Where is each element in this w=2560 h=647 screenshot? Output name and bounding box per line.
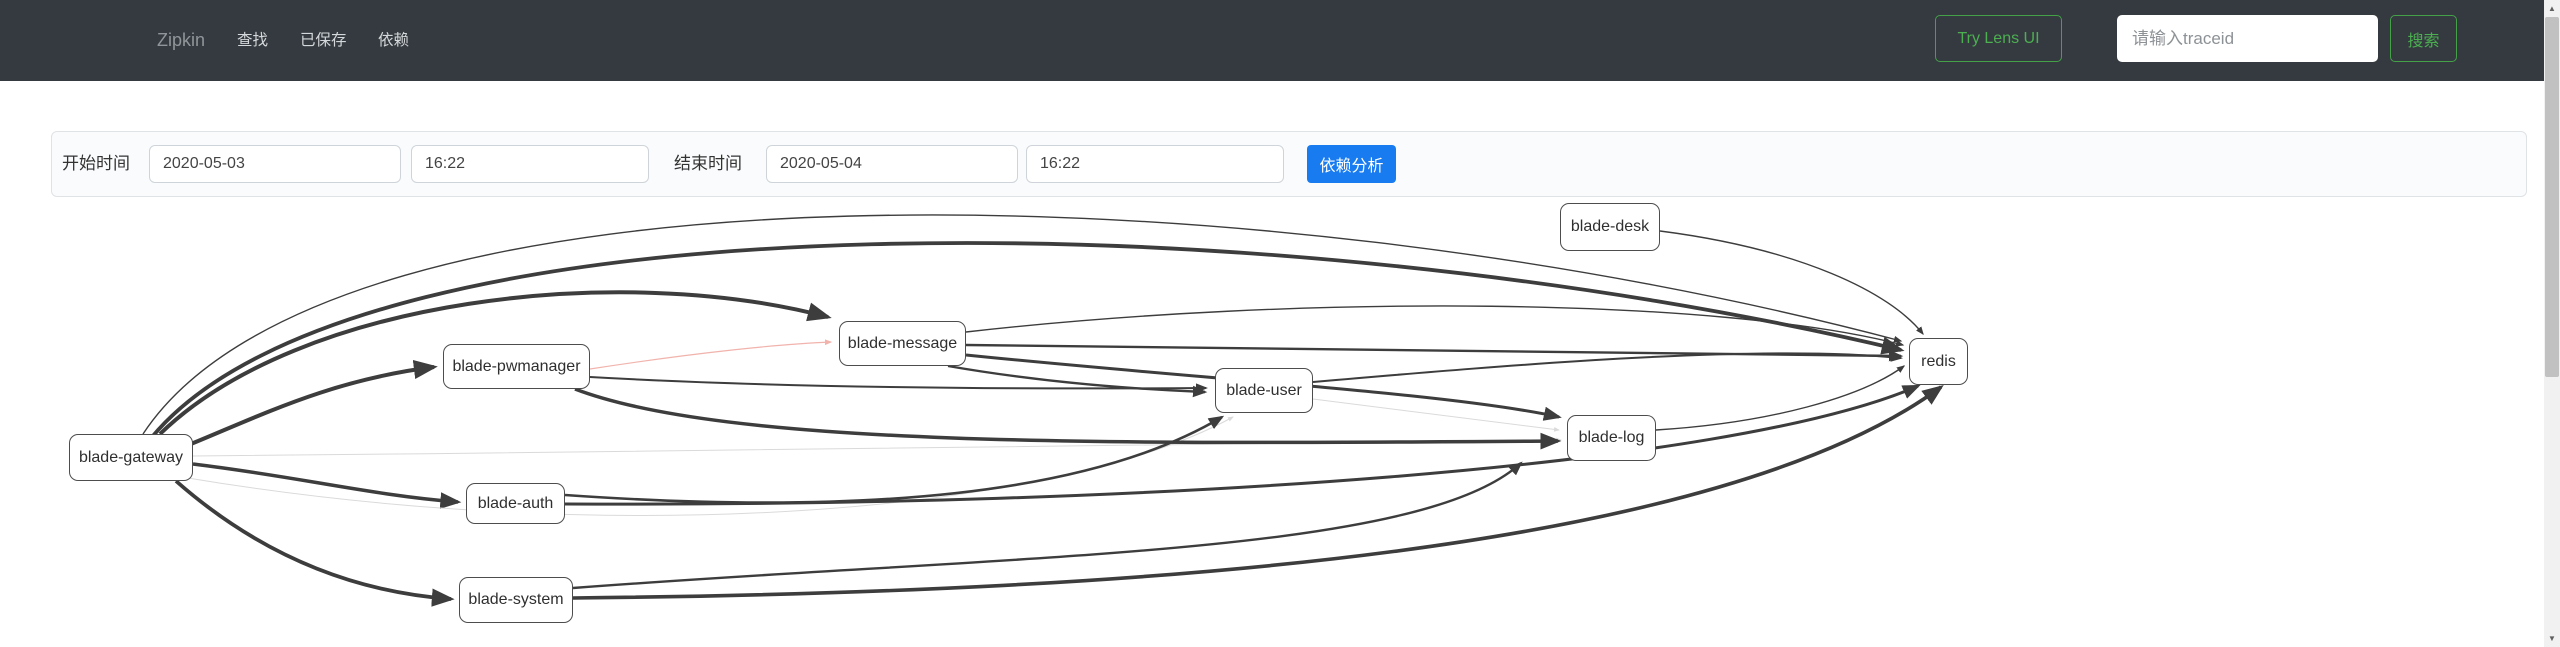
nav-item-saved[interactable]: 已保存 (300, 32, 347, 49)
node-blade-auth[interactable]: blade-auth (466, 483, 565, 524)
edge-blade-gateway-to-blade-system[interactable] (174, 479, 455, 607)
edge-blade-gateway-to-redis[interactable] (142, 214, 1903, 435)
edge-blade-gateway-to-redis[interactable] (150, 241, 1905, 439)
edge-blade-gateway-to-blade-auth[interactable] (192, 462, 462, 509)
start-time-label: 开始时间 (62, 154, 130, 173)
search-button[interactable]: 搜索 (2390, 15, 2457, 62)
edge-blade-gateway-to-blade-message[interactable] (158, 290, 832, 436)
node-blade-pwmanager[interactable]: blade-pwmanager (443, 344, 590, 389)
edge-blade-gateway-to-blade-pwmanager[interactable] (185, 359, 438, 448)
time-filter-bar: 开始时间 结束时间 依赖分析 (51, 131, 2527, 197)
brand-zipkin[interactable]: Zipkin (157, 30, 206, 50)
edge-blade-message-to-blade-user[interactable] (947, 364, 1208, 398)
nav-item-dependencies[interactable]: 依赖 (378, 32, 410, 49)
scroll-up-icon[interactable]: ▲ (2548, 4, 2556, 13)
edge-blade-system-to-redis[interactable] (572, 384, 1944, 600)
edge-blade-pwmanager-to-blade-log[interactable] (574, 387, 1562, 450)
end-time-input[interactable] (1026, 145, 1284, 183)
end-date-input[interactable] (766, 145, 1018, 183)
node-blade-message[interactable]: blade-message (839, 321, 966, 366)
edge-blade-user-to-blade-log[interactable] (1312, 398, 1560, 432)
nav-item-find[interactable]: 查找 (237, 32, 269, 49)
dependency-analyze-button[interactable]: 依赖分析 (1307, 145, 1396, 183)
node-blade-user[interactable]: blade-user (1215, 368, 1313, 413)
top-navbar: Zipkin 查找 已保存 依赖 Try Lens UI 搜索 (0, 0, 2560, 81)
start-time-input[interactable] (411, 145, 649, 183)
edge-blade-auth-to-blade-user[interactable] (564, 415, 1225, 504)
node-blade-system[interactable]: blade-system (459, 577, 573, 623)
edge-blade-user-to-redis[interactable] (1312, 352, 1903, 383)
node-blade-log[interactable]: blade-log (1567, 415, 1656, 461)
try-lens-ui-button[interactable]: Try Lens UI (1935, 15, 2062, 62)
start-date-input[interactable] (149, 145, 401, 183)
node-redis[interactable]: redis (1909, 338, 1968, 385)
scroll-down-icon[interactable]: ▼ (2548, 634, 2556, 643)
edge-blade-pwmanager-to-blade-message[interactable] (589, 339, 833, 370)
end-time-label: 结束时间 (674, 154, 742, 173)
traceid-search-input[interactable] (2117, 15, 2378, 62)
edge-blade-message-to-redis[interactable] (965, 305, 1905, 347)
edge-blade-auth-to-redis[interactable] (564, 384, 1921, 506)
edge-blade-system-to-blade-log[interactable] (572, 461, 1523, 590)
scrollbar-thumb[interactable] (2545, 17, 2559, 377)
edge-blade-log-to-redis[interactable] (1655, 365, 1906, 431)
node-blade-gateway[interactable]: blade-gateway (69, 434, 193, 481)
edge-blade-desk-to-redis[interactable] (1659, 230, 1924, 336)
vertical-scrollbar[interactable]: ▲ ▼ (2544, 0, 2560, 647)
node-blade-desk[interactable]: blade-desk (1560, 203, 1660, 251)
